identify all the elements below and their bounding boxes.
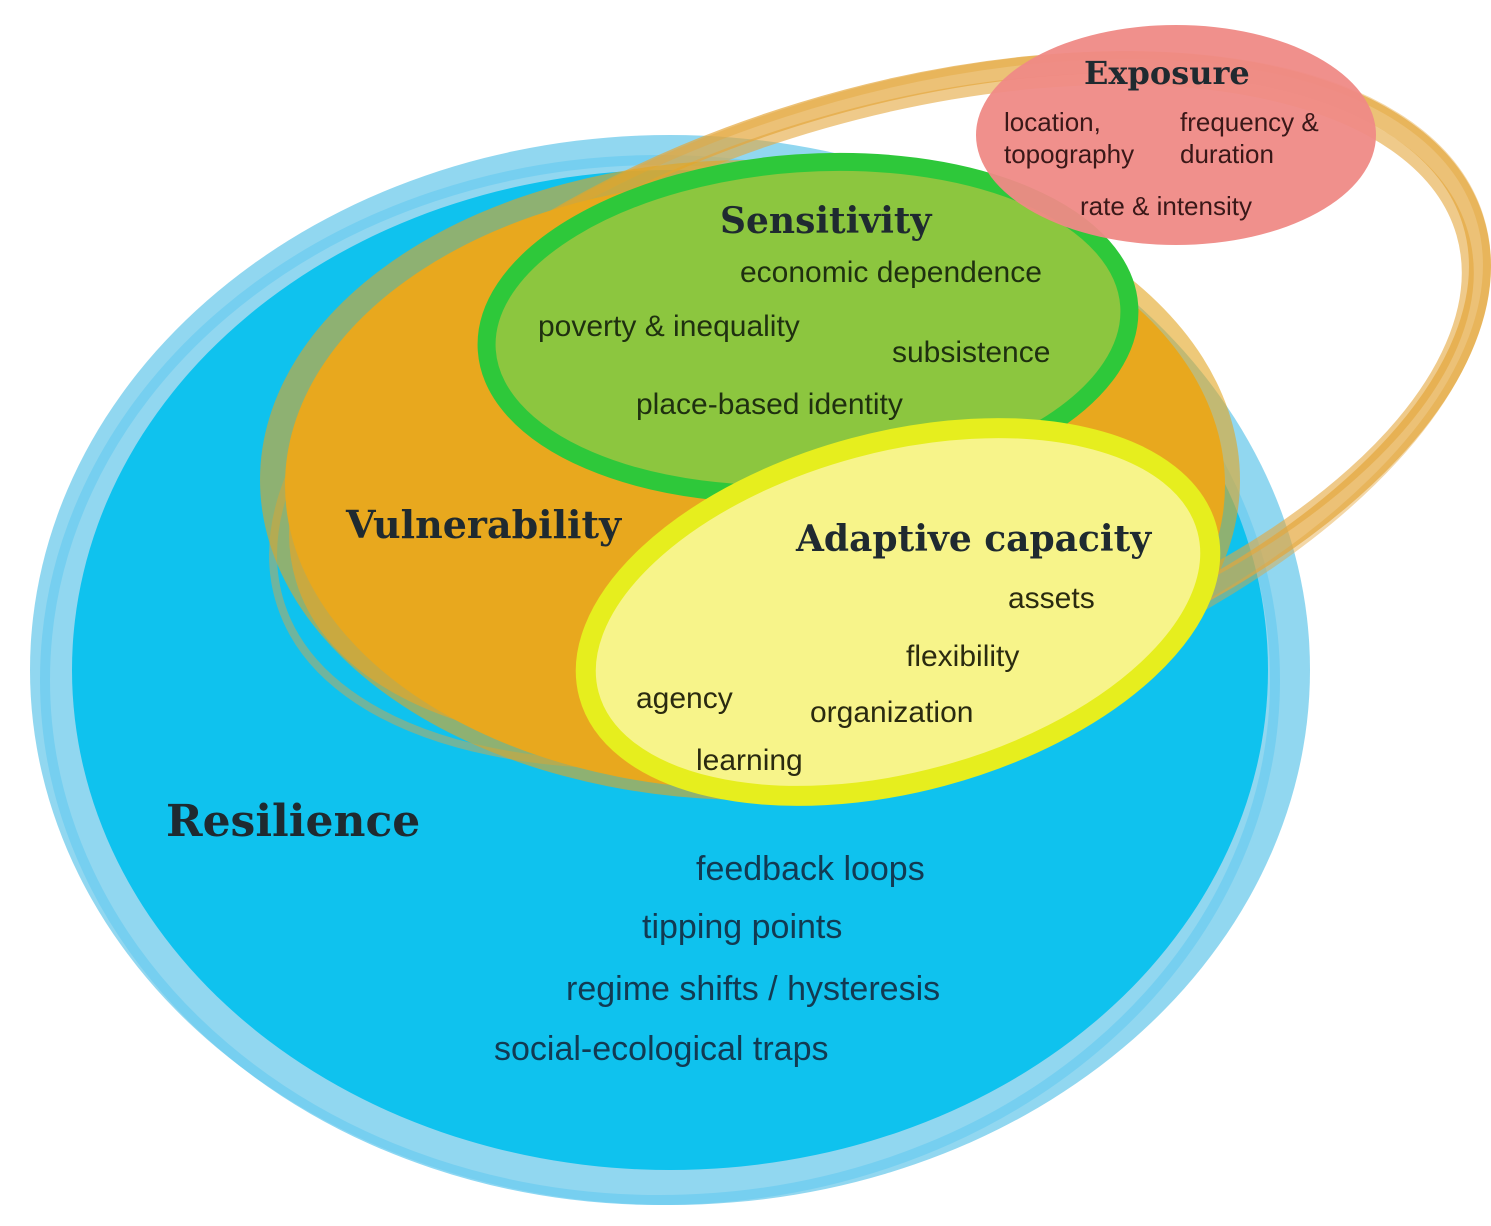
adaptive-capacity-ellipse	[575, 418, 1221, 806]
exposure-item-topography: topography	[1004, 139, 1135, 169]
exposure-item-duration: duration	[1180, 139, 1274, 169]
sensitivity-title: Sensitivity	[720, 200, 932, 242]
resilience-item-traps: social-ecological traps	[494, 1030, 829, 1068]
vulnerability-title: Vulnerability	[346, 502, 622, 547]
resilience-item-feedback-loops: feedback loops	[696, 850, 925, 888]
sensitivity-item-subsistence: subsistence	[892, 336, 1051, 369]
exposure-item-location: location,	[1004, 107, 1101, 137]
exposure-title: Exposure	[1084, 54, 1250, 92]
adaptive-item-flexibility: flexibility	[906, 640, 1020, 673]
resilience-item-regime-shifts: regime shifts / hysteresis	[566, 970, 941, 1008]
sensitivity-item-poverty: poverty & inequality	[538, 310, 800, 343]
adaptive-item-organization: organization	[810, 696, 974, 729]
sensitivity-item-economic-dependence: economic dependence	[740, 256, 1042, 289]
resilience-title: Resilience	[166, 796, 421, 847]
adaptive-capacity-title: Adaptive capacity	[796, 518, 1152, 560]
adaptive-item-assets: assets	[1008, 582, 1095, 615]
resilience-item-tipping-points: tipping points	[642, 908, 843, 946]
exposure-item-frequency: frequency &	[1180, 107, 1319, 137]
sensitivity-item-place-identity: place-based identity	[636, 388, 903, 421]
adaptive-item-agency: agency	[636, 682, 733, 715]
adaptive-item-learning: learning	[696, 744, 803, 777]
exposure-item-rate-intensity: rate & intensity	[1080, 191, 1252, 221]
exposure-ellipse	[976, 25, 1376, 245]
